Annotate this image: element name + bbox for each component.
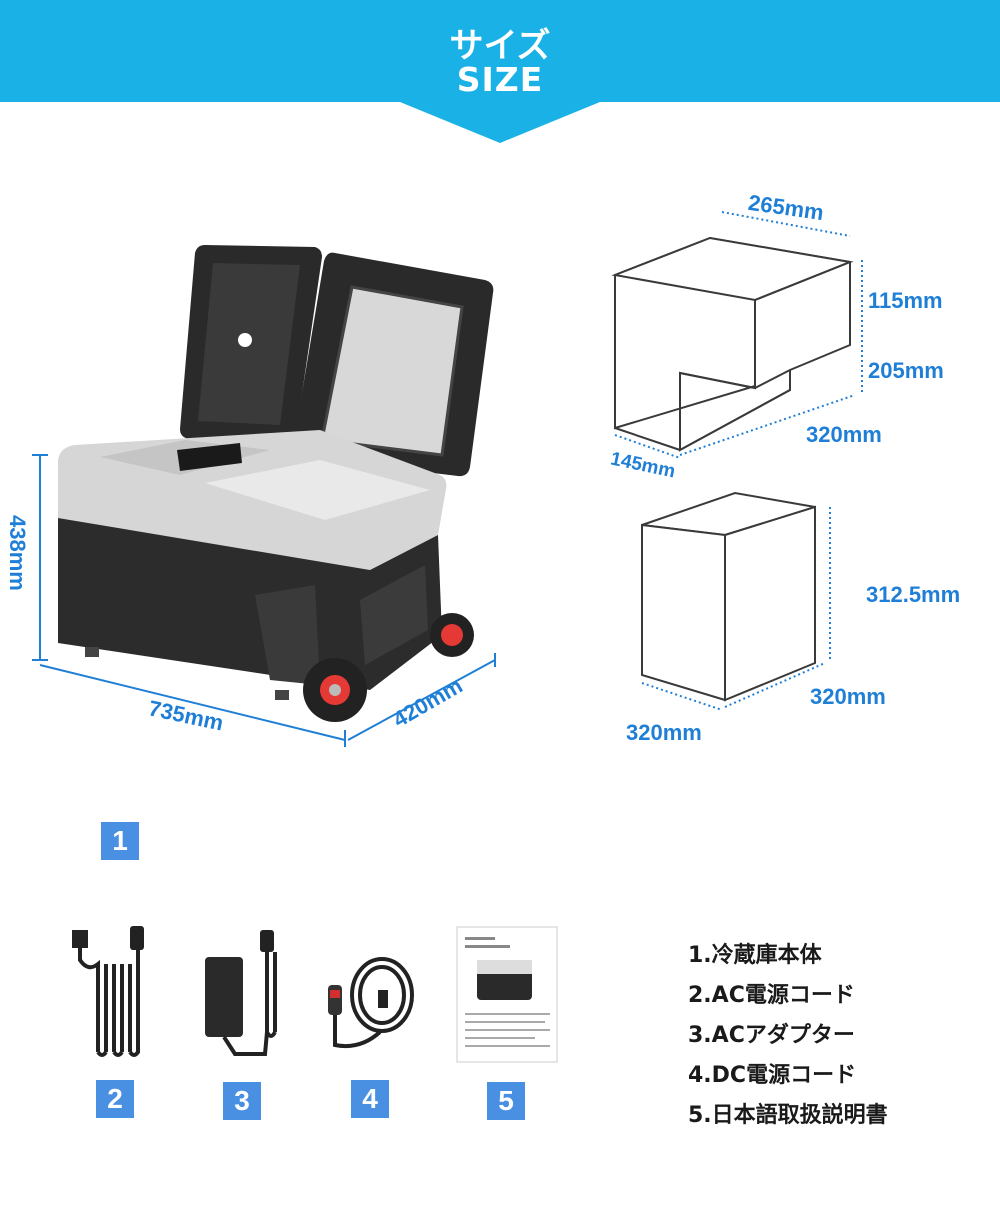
fridge-illustration bbox=[32, 245, 496, 747]
dim-box1-depth-label: 320mm bbox=[806, 422, 882, 447]
dc-cord-image bbox=[328, 957, 414, 1049]
badge-4: 4 bbox=[351, 1080, 389, 1118]
ac-adapter-image bbox=[205, 930, 277, 1056]
dim-box1-lower-label: 205mm bbox=[868, 358, 944, 383]
manual-image bbox=[456, 926, 558, 1063]
badge-1: 1 bbox=[101, 822, 139, 860]
compartment-cube-diagram bbox=[641, 491, 831, 711]
header-chevron-shape bbox=[0, 0, 1000, 143]
compartment-stepped-diagram bbox=[611, 211, 863, 459]
list-item: 5.日本語取扱説明書 bbox=[688, 1103, 888, 1128]
dim-box2-width-label: 320mm bbox=[626, 720, 702, 745]
header-banner: サイズ SIZE bbox=[0, 0, 1000, 145]
dim-box2-height-label: 312.5mm bbox=[866, 582, 961, 607]
header-title-jp: サイズ bbox=[449, 26, 551, 66]
ac-cord-image bbox=[72, 926, 144, 1057]
badge-5: 5 bbox=[487, 1082, 525, 1120]
list-item: 3.ACアダプター bbox=[688, 1023, 855, 1048]
dim-box2-depth-label: 320mm bbox=[810, 684, 886, 709]
dim-height-label: 438mm bbox=[5, 515, 30, 591]
badge-2: 2 bbox=[96, 1080, 134, 1118]
badge-3: 3 bbox=[223, 1082, 261, 1120]
dim-box1-upper-label: 115mm bbox=[868, 288, 943, 313]
list-item: 4.DC電源コード bbox=[688, 1063, 857, 1088]
list-item: 1.冷蔵庫本体 bbox=[688, 943, 822, 968]
list-item: 2.AC電源コード bbox=[688, 983, 855, 1008]
header-title-en: SIZE bbox=[456, 60, 544, 99]
accessory-list: 1.冷蔵庫本体 2.AC電源コード 3.ACアダプター 4.DC電源コード 5.… bbox=[688, 936, 888, 1136]
